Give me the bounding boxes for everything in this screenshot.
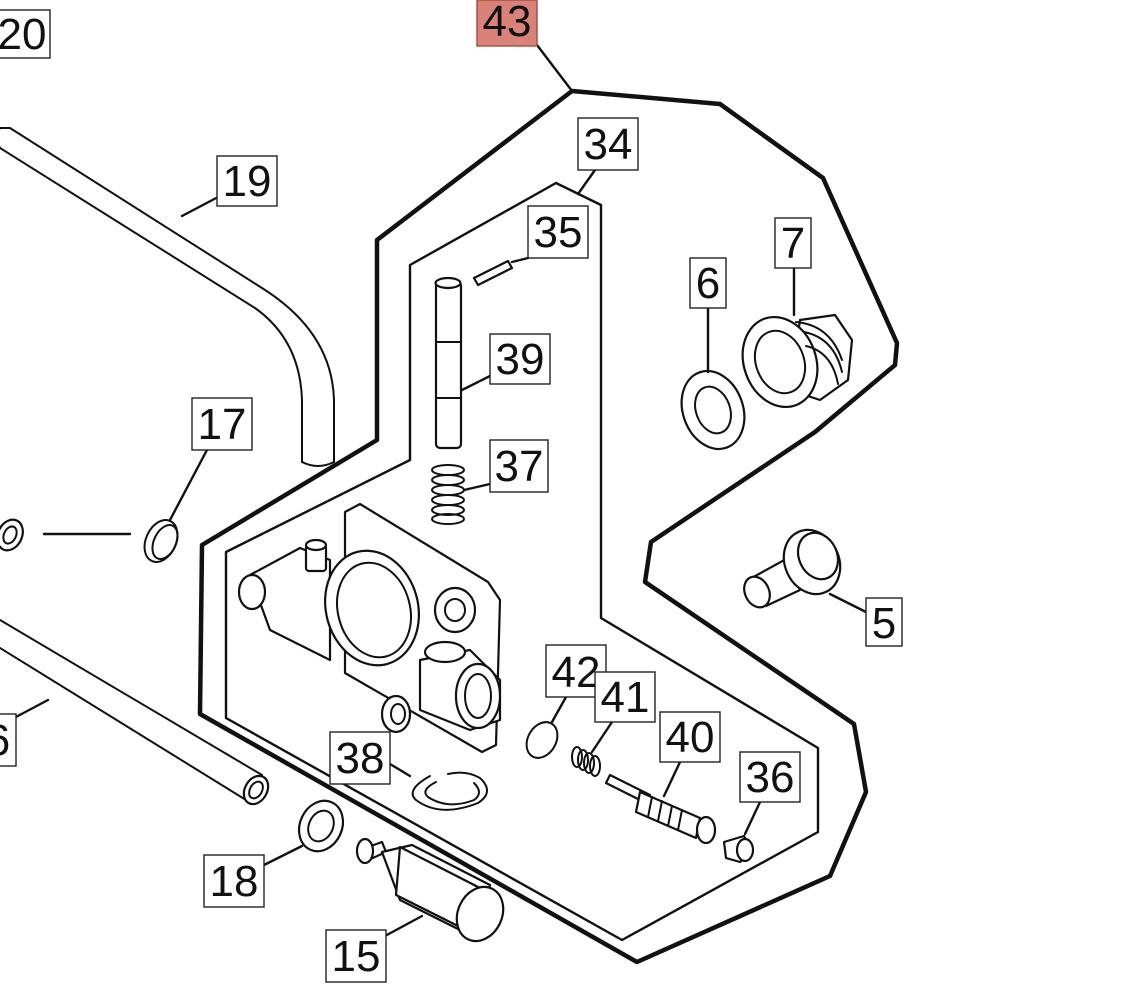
- callout-20-text: 20: [0, 10, 46, 59]
- part-36-cap[interactable]: [722, 834, 755, 864]
- leader-17: [168, 446, 210, 522]
- callout-7-text: 7: [781, 219, 805, 268]
- pump-body[interactable]: [237, 502, 502, 754]
- part-5-screw[interactable]: [739, 521, 850, 612]
- part-18-bushing[interactable]: [291, 794, 351, 859]
- callout-41[interactable]: 41: [594, 671, 656, 723]
- callout-41-text: 41: [601, 673, 650, 722]
- leader-34: [576, 168, 597, 196]
- callout-37-text: 37: [495, 442, 544, 491]
- part-19-tube[interactable]: [0, 127, 335, 467]
- callout-37[interactable]: 37: [489, 439, 549, 493]
- leader-18: [260, 844, 304, 868]
- leader-5: [828, 592, 868, 614]
- part-38-circlip[interactable]: [411, 771, 488, 811]
- left-fitting: [0, 518, 24, 552]
- leader-40: [662, 760, 682, 798]
- callout-35-text: 35: [534, 208, 583, 257]
- part-39-plunger[interactable]: [434, 276, 463, 450]
- callout-6[interactable]: 6: [689, 257, 727, 309]
- callout-39[interactable]: 39: [489, 333, 551, 385]
- callout-36[interactable]: 36: [739, 751, 801, 803]
- callout-42[interactable]: 42: [545, 644, 607, 698]
- leader-36: [743, 800, 762, 836]
- callout-43-text: 43: [483, 0, 532, 46]
- callout-38-text: 38: [336, 734, 385, 783]
- part-41-spring[interactable]: [571, 746, 601, 777]
- callout-16-text: 6: [0, 716, 10, 765]
- callout-18-text: 18: [210, 857, 259, 906]
- assembly-43-outline: [197, 88, 900, 965]
- leader-39: [460, 374, 492, 392]
- callout-15-text: 15: [332, 932, 381, 981]
- part-16-tube[interactable]: [0, 619, 273, 808]
- leader-42: [550, 695, 568, 724]
- callout-5[interactable]: 5: [865, 597, 903, 648]
- part-6-seal[interactable]: [671, 362, 755, 458]
- part-17-clip[interactable]: [138, 515, 184, 568]
- callout-15[interactable]: 15: [325, 929, 387, 983]
- callout-38[interactable]: 38: [329, 731, 391, 785]
- part-7-drive-gear[interactable]: [730, 306, 854, 417]
- callout-16[interactable]: 6: [0, 713, 17, 767]
- callout-36-text: 36: [746, 753, 795, 802]
- callout-17[interactable]: 17: [191, 397, 253, 451]
- leader-35: [510, 256, 530, 264]
- callout-42-text: 42: [552, 648, 601, 697]
- leader-41: [590, 720, 614, 754]
- leader-15: [383, 914, 424, 938]
- callout-40-text: 40: [666, 713, 715, 762]
- callout-19-text: 19: [223, 157, 272, 206]
- part-42-o-ring[interactable]: [520, 717, 563, 764]
- leader-38: [388, 762, 412, 778]
- callout-34[interactable]: 34: [577, 117, 639, 171]
- leader-37: [462, 482, 492, 492]
- callout-34-text: 34: [584, 120, 633, 169]
- leader-16: [12, 698, 50, 720]
- part-15-filter[interactable]: [355, 837, 512, 949]
- callout-39-text: 39: [496, 335, 545, 384]
- callout-6-text: 6: [696, 259, 720, 308]
- callout-7[interactable]: 7: [774, 217, 812, 269]
- leader-19: [180, 194, 222, 218]
- leader-43: [535, 43, 574, 93]
- callout-43[interactable]: 43: [476, 0, 538, 47]
- callout-35[interactable]: 35: [527, 205, 589, 259]
- callout-18[interactable]: 18: [203, 854, 265, 908]
- callout-20[interactable]: 20: [0, 9, 51, 59]
- part-37-spring[interactable]: [431, 464, 465, 525]
- part-35-pin[interactable]: [472, 259, 514, 287]
- callout-19[interactable]: 19: [216, 155, 278, 207]
- assembly-34-outline: [224, 181, 820, 942]
- part-40-worm-shaft[interactable]: [604, 773, 717, 845]
- callout-17-text: 17: [198, 400, 247, 449]
- callout-5-text: 5: [872, 599, 896, 648]
- callout-40[interactable]: 40: [659, 711, 721, 763]
